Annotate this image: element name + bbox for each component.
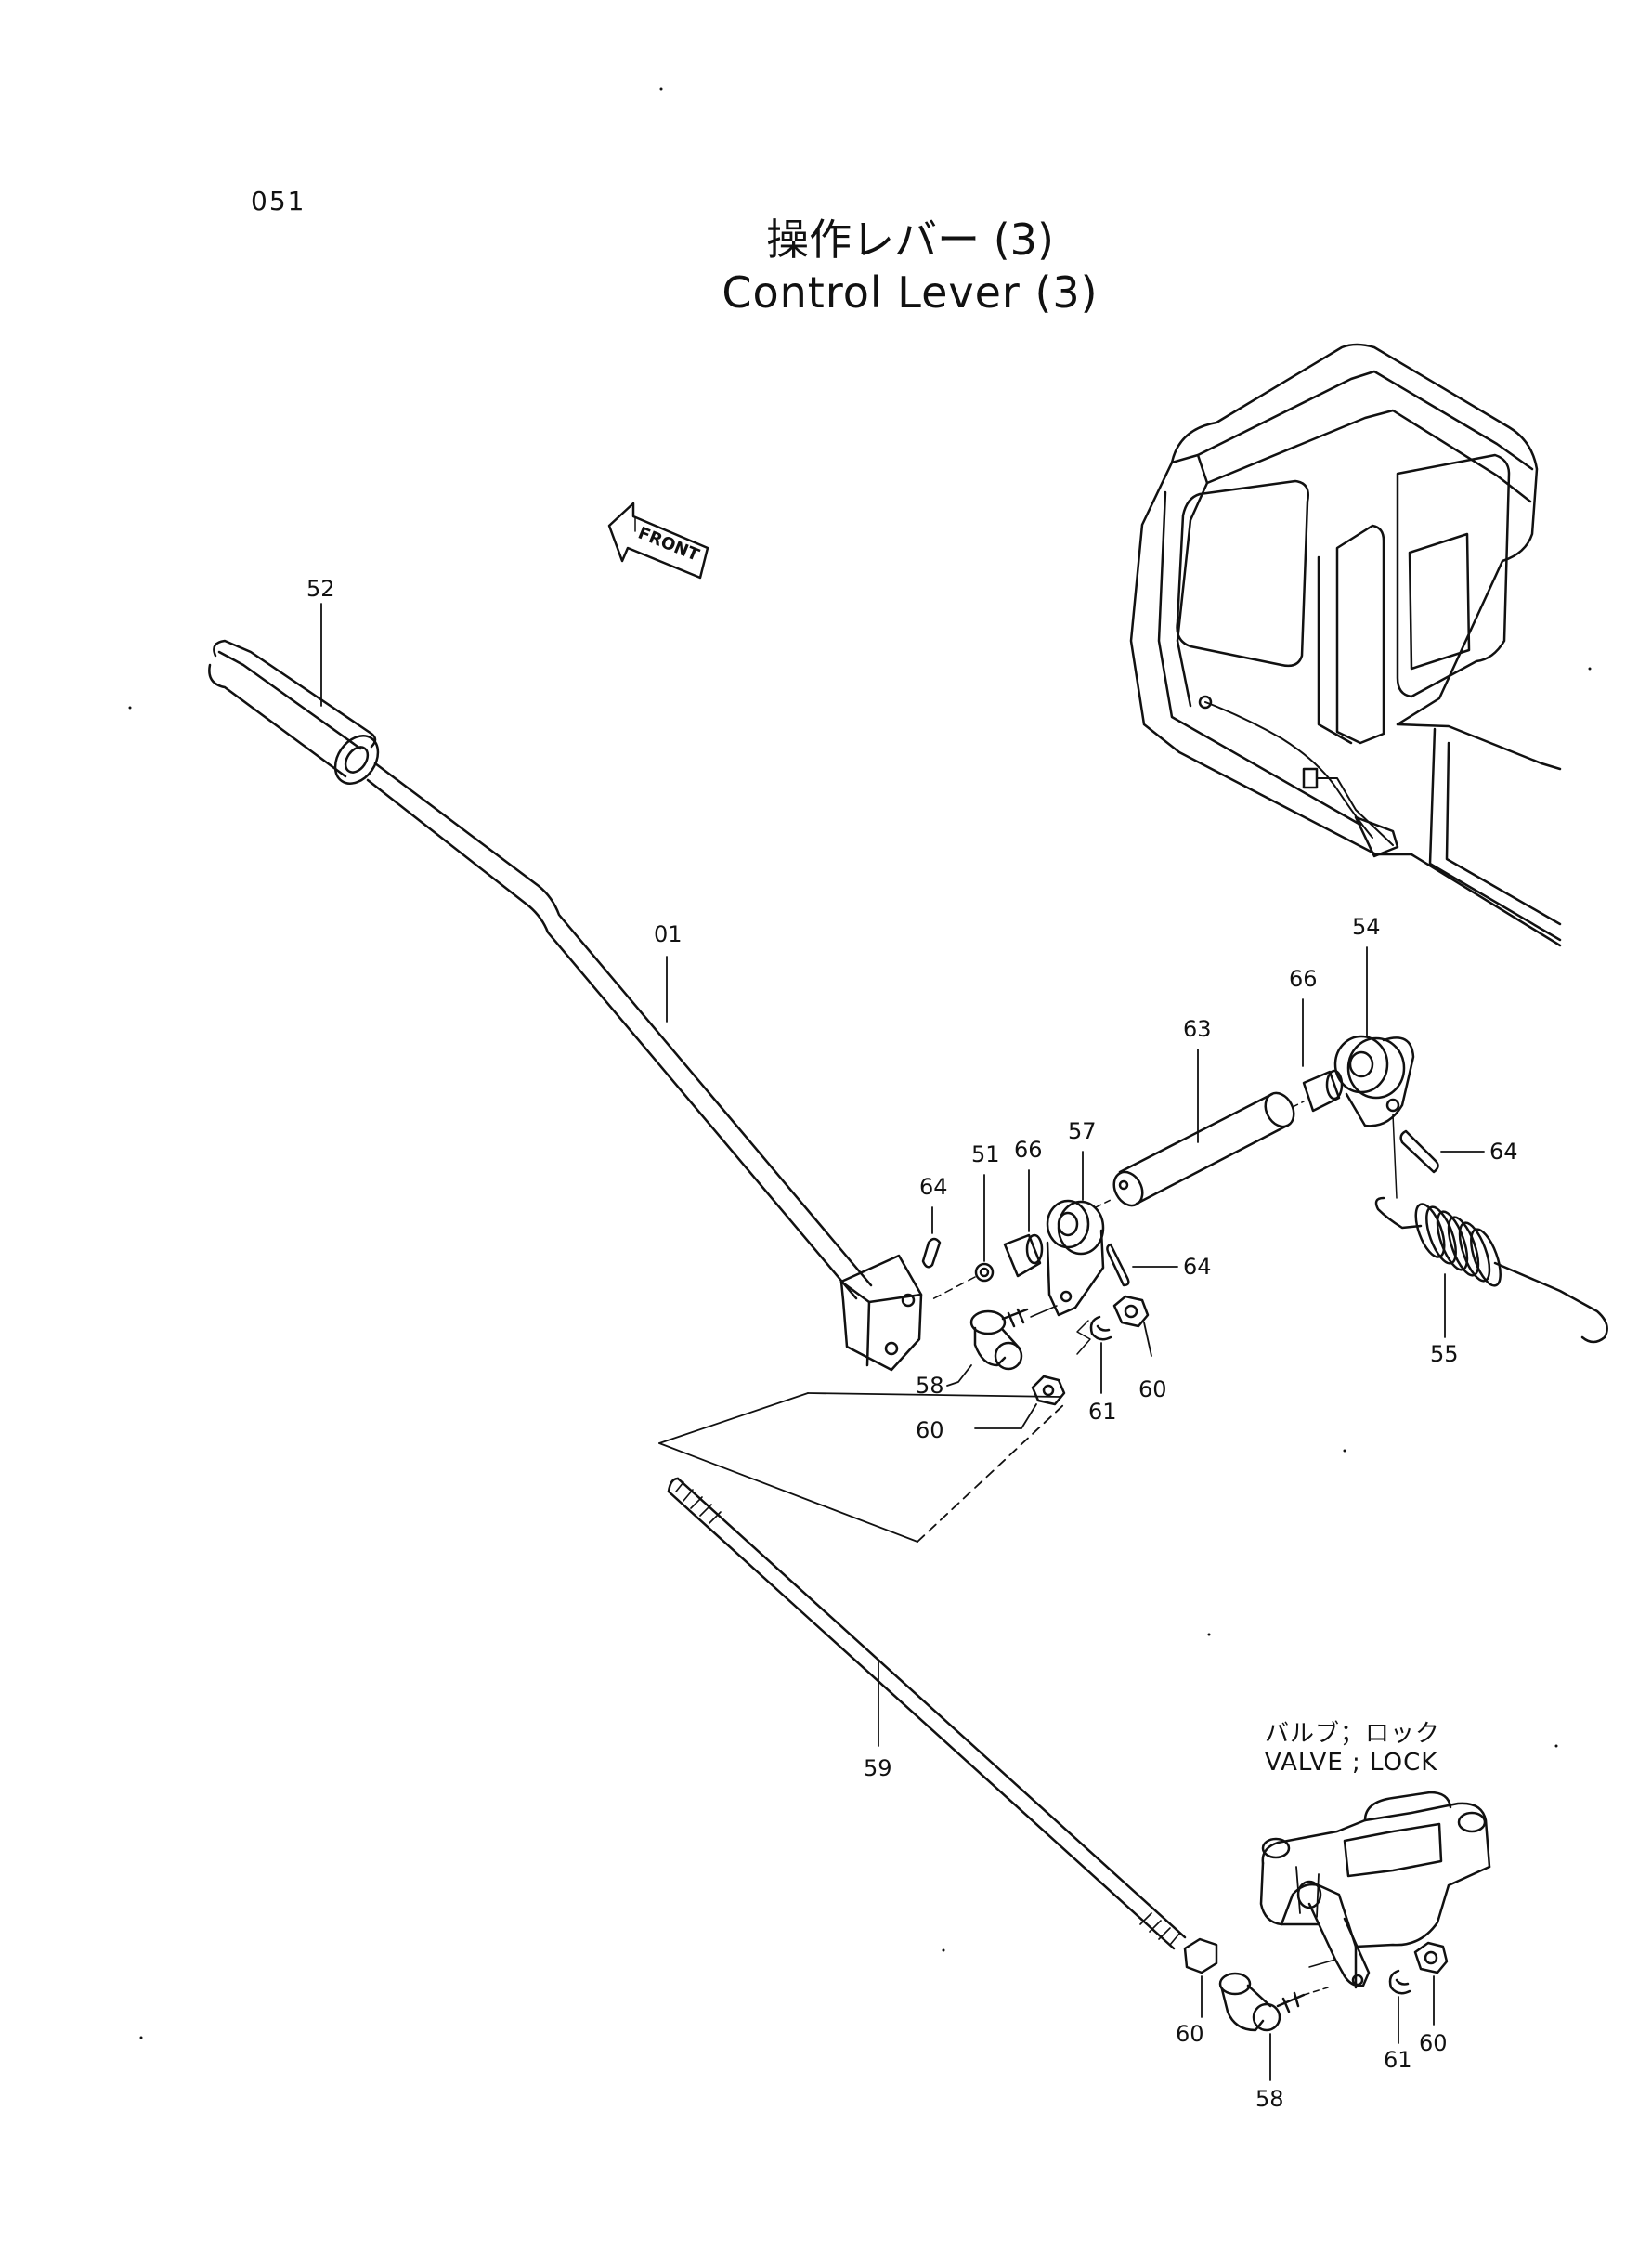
callout-01: 01 [654,921,683,947]
spring-pin-right [1399,1129,1485,1174]
lock-valve-illustration [1259,1791,1491,1989]
lever-arm-54 [1333,946,1415,1199]
title-japanese: 操作レバー (3) [766,215,1054,265]
rod-end-58-lower [1218,1972,1329,2081]
valve-note-english: VALVE ; LOCK [1265,1749,1438,1777]
callout-55: 55 [1430,1341,1459,1367]
callout-66-left: 66 [1014,1137,1043,1163]
bushing-66-left [1003,1169,1044,1278]
clip-61-lower [1388,1969,1411,2044]
callout-59: 59 [864,1755,892,1781]
spring-pin-middle [1106,1243,1178,1287]
clip-61-upper [1089,1315,1112,1394]
callout-64-left: 64 [919,1174,948,1200]
shaft-63 [1095,1049,1295,1208]
callout-60-lower-rod: 60 [1176,2021,1204,2047]
valve-note-japanese: バルブ；ロック [1265,1720,1441,1748]
lever-grip [208,603,380,785]
nut-60-lower-rod [1183,1937,1218,2018]
front-arrow-icon: FRONT [607,502,709,580]
lever-rod [366,762,923,1372]
spring-pin-left [921,1206,942,1269]
detail-callout-bracket [658,1392,1065,1543]
callout-63: 63 [1183,1016,1212,1042]
front-label: FRONT [635,523,702,566]
callout-58-upper: 58 [916,1373,944,1399]
rod-end-58-upper [946,1308,1029,1387]
callout-52: 52 [306,576,335,602]
threaded-rod-59 [667,1477,1187,1950]
callout-60-lower-valve: 60 [1419,2030,1448,2056]
callout-61-lower: 61 [1384,2047,1412,2073]
bushing-66-right [1292,998,1344,1113]
callout-57: 57 [1068,1118,1097,1144]
callout-61-upper: 61 [1088,1399,1117,1425]
washer-51 [930,1174,995,1301]
title-english: Control Lever (3) [722,267,1099,318]
callout-51: 51 [971,1141,1000,1167]
callout-66-right: 66 [1289,966,1318,992]
callout-60-upper-right: 60 [1138,1376,1167,1402]
scan-specks [128,87,1592,2039]
page-number: 051 [251,186,306,216]
callout-64-right: 64 [1489,1139,1518,1165]
callout-58-lower: 58 [1255,2086,1284,2112]
nut-60-upper-left [974,1375,1066,1429]
callout-54: 54 [1352,914,1381,940]
cab-illustration [1129,343,1562,947]
callout-64-middle: 64 [1183,1254,1212,1280]
nut-60-upper-right [1112,1295,1152,1357]
nut-60-lower-valve [1413,1941,1449,2026]
callout-60-upper-left: 60 [916,1417,944,1443]
lever-arm-57 [1030,1151,1105,1355]
return-spring-55 [1374,1196,1608,1344]
